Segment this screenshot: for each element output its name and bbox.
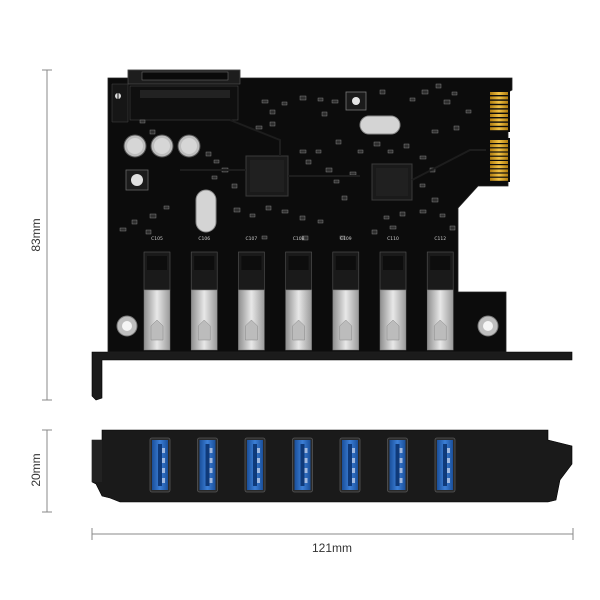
dimension-height-top <box>42 69 52 401</box>
crystal-1 <box>195 189 217 233</box>
port-label: C107 <box>246 236 258 242</box>
usb-port-top <box>379 251 407 351</box>
usb-port-front <box>149 437 171 493</box>
port-label: C108 <box>293 236 305 242</box>
dimension-label-121mm: 121mm <box>312 541 352 555</box>
dimension-width <box>91 528 574 540</box>
usb-ports-top <box>143 251 454 351</box>
controller-chip-main <box>245 155 289 197</box>
smd-components <box>119 83 472 241</box>
usb-port-top <box>190 251 218 351</box>
usb-port-top <box>285 251 312 351</box>
pcb-traces <box>180 119 486 181</box>
bottom-view <box>91 429 573 503</box>
bracket-edge <box>91 351 573 401</box>
usb-port-top <box>332 251 360 351</box>
usb-port-front <box>244 437 266 493</box>
controller-chip-hub <box>371 163 413 201</box>
usb-port-front <box>339 437 361 493</box>
usb-port-front <box>387 437 408 493</box>
usb-port-top <box>143 251 171 351</box>
port-labels: C105 C106 C107 C108 C109 C110 C112 <box>151 236 446 242</box>
port-label: C110 <box>387 236 399 242</box>
crystal-2 <box>359 115 401 135</box>
port-label: C105 <box>151 236 163 242</box>
usb-port-front <box>292 437 313 493</box>
usb-ports-front <box>149 437 456 493</box>
port-label: C109 <box>340 236 352 242</box>
top-view: C105 C106 C107 C108 C109 C110 C112 <box>91 69 573 401</box>
dimension-height-bottom <box>42 429 52 513</box>
usb-port-top <box>238 251 265 351</box>
pcie-connector <box>484 90 510 182</box>
dimension-label-83mm: 83mm <box>29 218 43 251</box>
port-label: C112 <box>434 236 446 242</box>
usb-port-front <box>197 437 218 493</box>
usb-port-top <box>426 251 454 351</box>
usb-port-front <box>434 437 456 493</box>
port-label: C106 <box>198 236 210 242</box>
capacitors <box>123 134 201 158</box>
sata-power-connector <box>111 69 241 123</box>
dimension-label-20mm: 20mm <box>29 453 43 486</box>
mounting-holes <box>116 315 499 337</box>
